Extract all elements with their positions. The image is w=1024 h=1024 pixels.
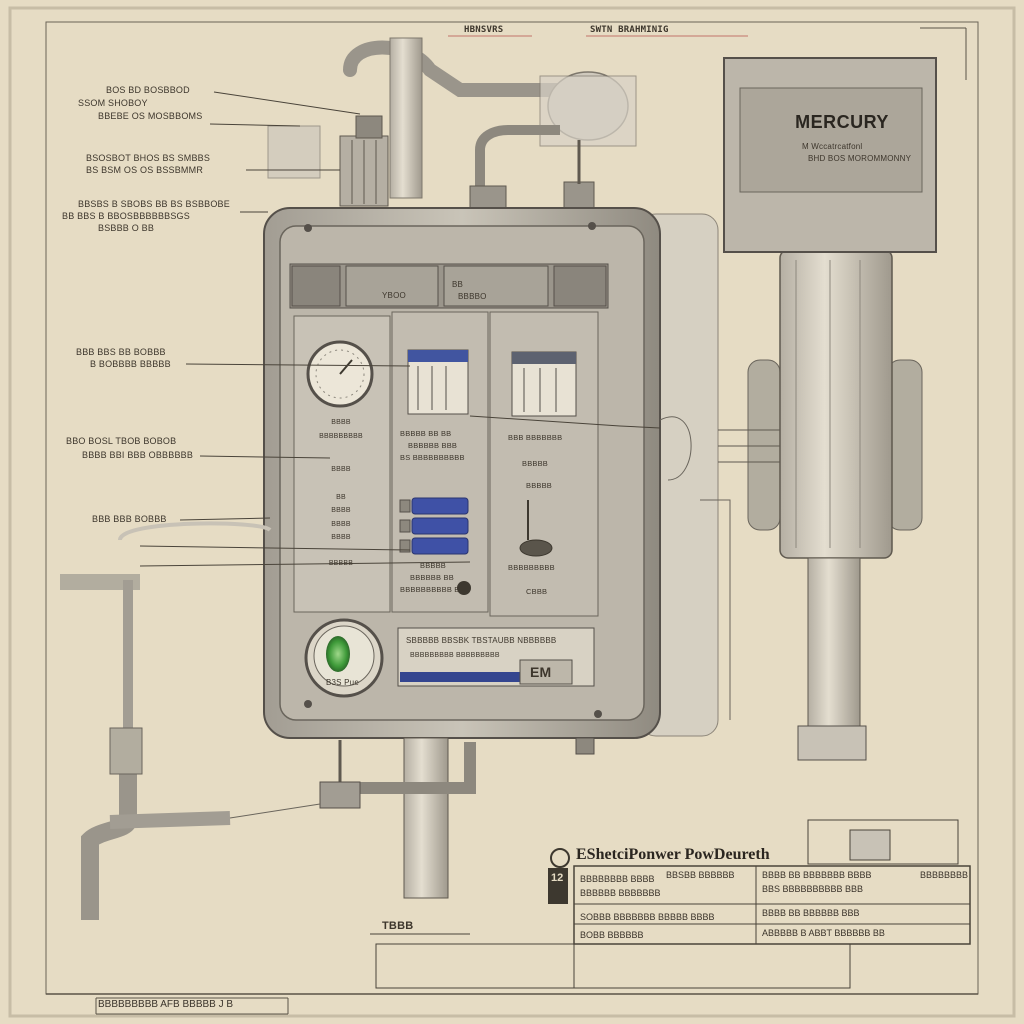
- callout-group-2: BSOSBOT BHOS BS SMBBS BS BSM OS OS BSSBM…: [86, 152, 210, 176]
- top-pipework: [267, 37, 637, 209]
- panel-right-text-1: BBB BBBBBBB: [508, 433, 563, 442]
- panel-mid-text-4: BBBBB: [420, 561, 447, 570]
- panel-mid-text-6: BBBBBBBBBB B: [400, 585, 460, 594]
- panel-left-column: BBBB BBBBBBBBB BBBB BB BBBB BBBB BBBB BB…: [316, 416, 366, 570]
- header-tab-right: SWTN BRAHMINIG: [590, 25, 669, 35]
- callout-2-line-2: BS BSM OS OS BSSBMMR: [86, 165, 204, 175]
- panel-left-text-4: BB: [336, 493, 346, 501]
- panel-right-column: BBB BBBBBBB BBBBB BBBBB BBBBBBBBB CBBB: [508, 432, 562, 598]
- callout-4-line-1: BBB BBS BB BOBBB: [76, 347, 166, 357]
- panel-right-text-3: BBBBB: [526, 481, 553, 490]
- mercury-column-unit: [659, 57, 937, 761]
- callout-4-line-2: B BOBBBB BBBBB: [90, 359, 171, 369]
- callout-1-line-1: BOS BD BOSBBOD: [106, 85, 190, 95]
- frame-code: BBBBBBBBB AFB BBBBB J B: [98, 999, 234, 1010]
- gauge-bottom-label: B3S Pue: [326, 678, 359, 687]
- callout-leaders: [139, 91, 661, 567]
- panel-middle-column: BBBBB BB BB BBBBBB BBB BS BBBBBBBBBB BBB…: [400, 428, 465, 596]
- panel-window-label-2: BB: [452, 280, 464, 289]
- left-pipework: [60, 521, 321, 920]
- callout-group-4: BBB BBS BB BOBBB B BOBBBB BBBBB: [76, 346, 171, 370]
- tb-row3-a: SOBBB BBBBBBB BBBBB BBBB: [580, 912, 715, 922]
- callout-group-5: BBO BOSL TBOB BOBOB BBBB BBI BBB OBBBBBB: [66, 434, 193, 462]
- nameplate-line-2: BBBBBBBBB BBBBBBBBB: [410, 652, 500, 659]
- panel-mid-text-2: BBBBBB BBB: [408, 441, 458, 450]
- control-cabinet: [263, 207, 719, 739]
- callout-3-line-3: BSBBB O BB: [98, 223, 155, 233]
- tb-row1-c: BBBB BB BBBBBBB BBBB: [762, 870, 872, 880]
- tb-row2-a: BBBBBB BBBBBBB: [580, 888, 661, 898]
- callout-group-3: BBSBS B SBOBS BB BS BSBBOBE BB BBS B BBO…: [62, 198, 230, 234]
- panel-left-text-7: BBBB: [331, 534, 351, 541]
- header-tab-left: HBNSVRS: [464, 25, 504, 35]
- panel-right-text-4: BBBBBBBBB: [508, 563, 555, 572]
- tb-row4-c: ABBBBB B ABBT BBBBBB BB: [762, 928, 885, 938]
- panel-left-text-8: BBBBB: [328, 559, 354, 567]
- callout-3-line-2: BB BBS B BBOSBBBBBBSGS: [62, 211, 190, 221]
- callout-1-line-2: SSOM SHOBOY: [78, 98, 148, 108]
- panel-left-text-3: BBBB: [331, 466, 351, 473]
- panel-mid-text-3: BS BBBBBBBBBB: [400, 453, 465, 462]
- panel-right-text-5: CBBB: [526, 587, 548, 596]
- callout-group-1: BOS BD BOSBBOD SSOM SHOBOY BBEBE OS MOSB…: [78, 84, 202, 123]
- tb-row4-a: BOBB BBBBBB: [580, 930, 644, 940]
- panel-left-text-5: BBBB: [331, 507, 351, 514]
- panel-window-label-3: BBBBO: [458, 292, 487, 301]
- nameplate-line-1: SBBBBB BBSBK TBSTAUBB NBBBBBB: [406, 636, 557, 645]
- mercury-spec-line-2: BHD BOS MOROMMONNY: [808, 154, 912, 163]
- callout-2-line-1: BSOSBOT BHOS BS SMBBS: [86, 153, 211, 163]
- tb-row1-b: BBSBB BBBBBB: [666, 870, 735, 880]
- left-bottom-label: TBBB: [382, 920, 414, 932]
- panel-window-label-1: YBOO: [382, 291, 406, 300]
- tb-row2-c: BBS BBBBBBBBBB BBB: [762, 884, 864, 894]
- panel-left-text-1: BBBB: [331, 419, 351, 426]
- title-block-frame: [370, 819, 971, 989]
- callout-group-6: BBB BBB BOBBB: [92, 514, 167, 524]
- tb-row1-a: BBBBBBBB BBBB: [580, 874, 655, 884]
- title-block-code: 12: [551, 872, 564, 884]
- mercury-brand-label: MERCURY: [795, 112, 889, 132]
- callout-6-line-1: BBB BBB BOBBB: [92, 514, 167, 524]
- callout-1-line-3: BBEBE OS MOSBBOMS: [98, 111, 203, 121]
- sheet-frame: [8, 6, 1016, 1018]
- tb-row1-d: BBBBBBBB: [920, 870, 969, 880]
- panel-mid-text-5: BBBBBB BB: [410, 573, 454, 582]
- panel-left-text-2: BBBBBBBBB: [319, 432, 363, 440]
- nameplate-code: EM: [530, 664, 552, 680]
- tb-row3-c: BBBB BB BBBBBB BBB: [762, 908, 860, 918]
- callout-3-line-1: BBSBS B SBOBS BB BS BSBBOBE: [78, 199, 230, 209]
- mercury-spec-line-1: M Wccatrcatfonl: [802, 142, 863, 151]
- panel-left-text-6: BBBB: [331, 520, 351, 528]
- callout-5-line-2: BBBB BBI BBB OBBBBBB: [82, 450, 194, 460]
- panel-right-text-2: BBBBB: [522, 459, 549, 468]
- bottom-pipework: [319, 737, 595, 899]
- title-block-title: EShetciPonwer PowDeureth: [576, 846, 770, 863]
- callout-5-line-1: BBO BOSL TBOB BOBOB: [66, 436, 177, 446]
- panel-mid-text-1: BBBBB BB BB: [400, 429, 452, 438]
